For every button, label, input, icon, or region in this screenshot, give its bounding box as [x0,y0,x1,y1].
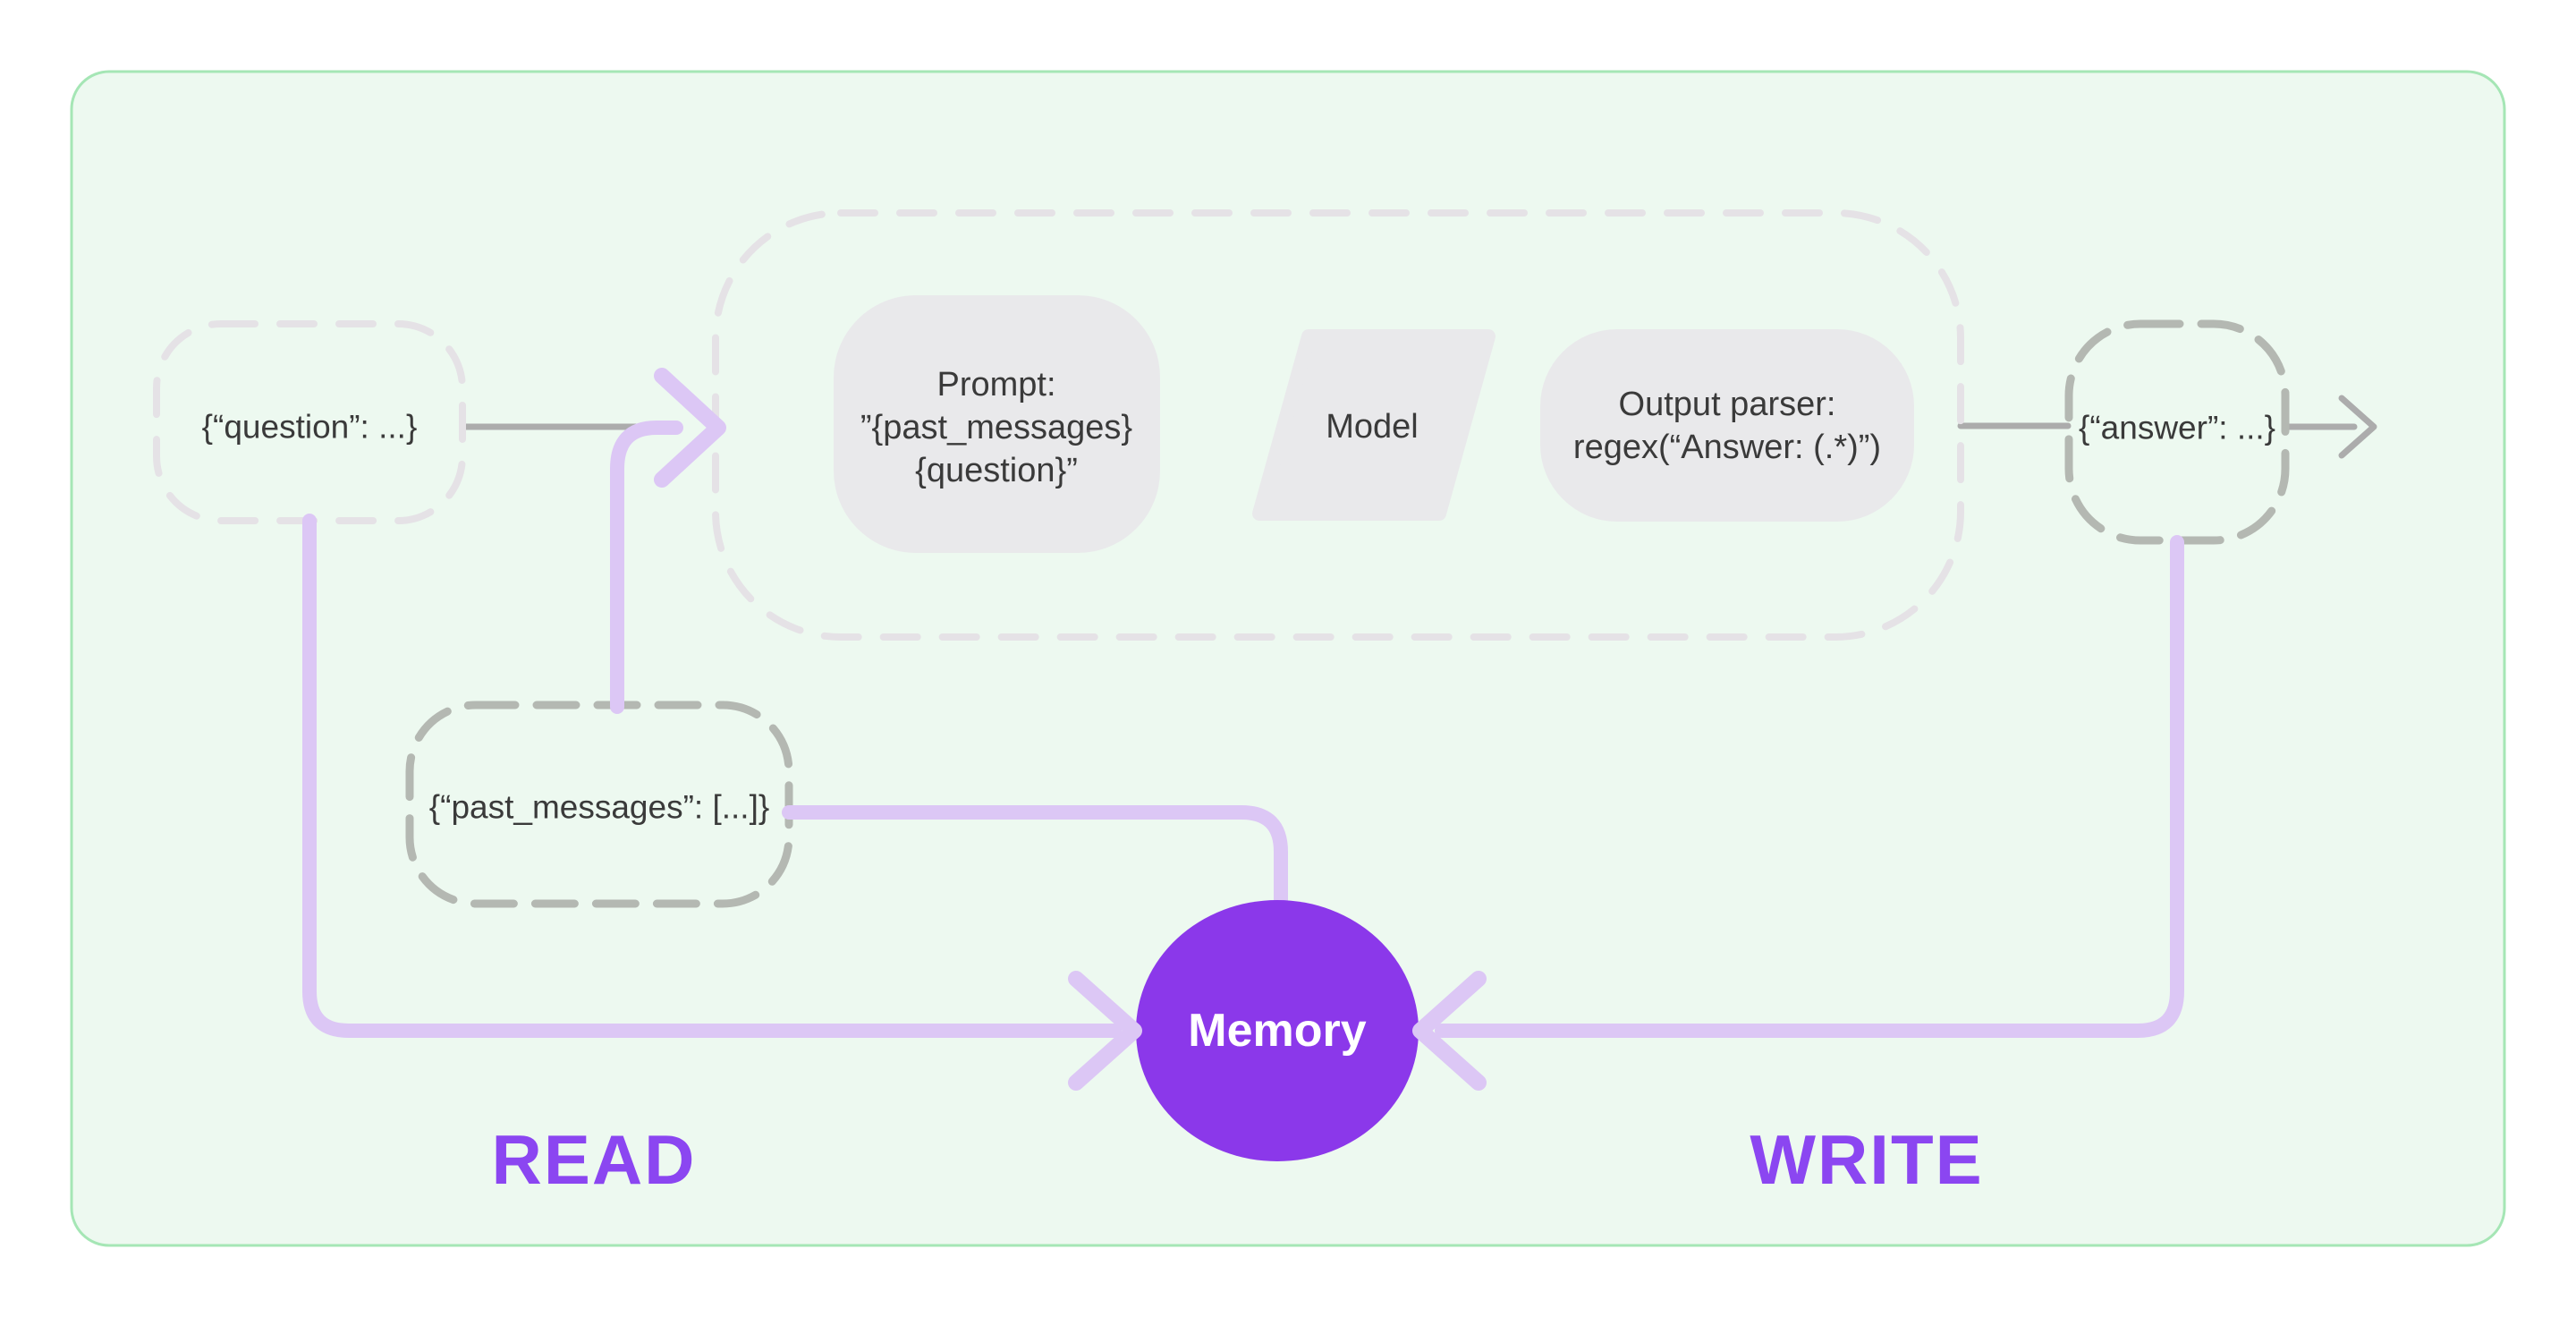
model-label: Model [1326,408,1419,446]
arrowhead-out-icon [2338,395,2377,459]
output-parser-label-line2: regex(“Answer: (.*)”) [1573,429,1881,466]
write-annotation: WRITE [1750,1120,1983,1199]
arrowhead-into-memory-left-icon [1068,971,1142,1091]
question-node-label: {“question”: ...} [202,409,418,446]
prompt-label-line3: {question}” [915,452,1078,489]
past-messages-node-border [405,701,793,908]
prompt-label-line1: Prompt: [936,366,1055,404]
prompt-node [834,295,1160,553]
read-path-question-to-memory [302,514,1122,1038]
answer-node-label: {“answer”: ...} [2079,410,2275,446]
path-past-messages-to-memory [782,805,1288,909]
read-annotation: READ [491,1120,696,1199]
prompt-label-line2: ”{past_messages} [860,409,1132,446]
memory-label: Memory [1188,1005,1366,1057]
past-messages-node-label: {“past_messages”: [...]} [429,789,769,826]
output-parser-label-line1: Output parser: [1619,386,1836,423]
model-node [1252,329,1496,521]
arrowhead-into-memory-right-icon [1412,971,1487,1091]
memory-node [1136,900,1419,1161]
output-parser-node [1540,329,1914,522]
arrowhead-into-chain-icon [654,368,726,488]
write-path-answer-to-memory [1435,535,2184,1038]
path-past-messages-to-chain [610,421,683,714]
